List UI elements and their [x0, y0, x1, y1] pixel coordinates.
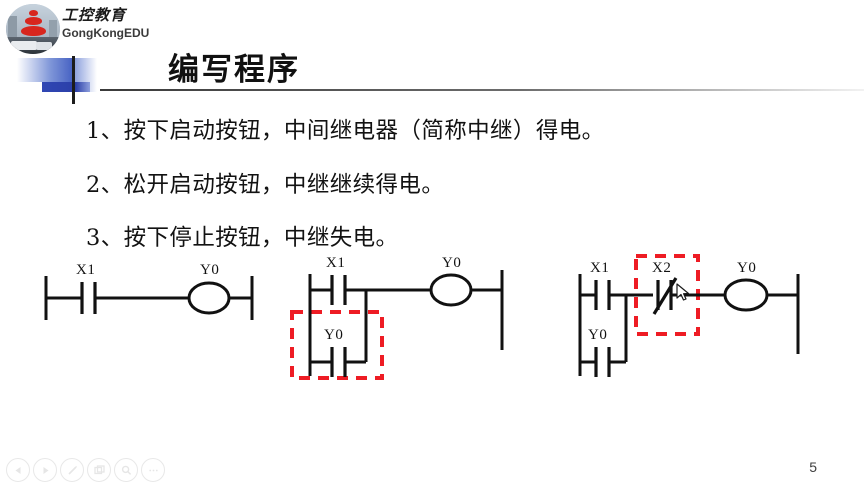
- contact-y0-label: Y0: [324, 327, 343, 343]
- slide-header: 工控教育 GongKongEDU 编写程序: [0, 0, 864, 104]
- page-title: 编写程序: [168, 52, 300, 88]
- highlight-box-y0-contact: [290, 310, 384, 380]
- logo-truck: [11, 41, 37, 50]
- header-decoration: [0, 56, 200, 104]
- contact-y0: [330, 347, 347, 377]
- bullet-line-2: 2、松开启动按钮，中继继续得电。: [86, 172, 445, 198]
- pen-icon: [67, 465, 77, 475]
- magnifier-icon: [121, 465, 131, 475]
- brand-text: 工控教育 GongKongEDU: [62, 8, 172, 41]
- deco-crosshair-vertical: [72, 56, 75, 104]
- brand-name-en: GongKongEDU: [62, 26, 150, 40]
- bullet-line-3: 3、按下停止按钮，中继失电。: [86, 225, 399, 251]
- ladder-diagram-2: X1 Y0 Y0: [288, 252, 538, 384]
- gongkong-pagoda-logo-icon: [6, 4, 60, 54]
- contact-x2-label: X2: [652, 260, 671, 276]
- ladder-diagram-3: X1 Y0 X2 Y0: [558, 252, 838, 384]
- coil-y0-label: Y0: [200, 262, 219, 278]
- contact-x1: [330, 275, 347, 305]
- triangle-right-icon: [43, 466, 48, 474]
- zoom-button[interactable]: [114, 458, 138, 482]
- contact-y0: [594, 347, 611, 377]
- player-controls[interactable]: [6, 458, 165, 482]
- ladder-diagram-1: X1 Y0: [38, 258, 268, 338]
- contact-x1: [594, 280, 611, 310]
- triangle-left-icon: [15, 466, 20, 474]
- coil-y0-label: Y0: [737, 260, 756, 276]
- logo-truck-secondary: [36, 42, 52, 50]
- contact-y0-label: Y0: [588, 327, 607, 343]
- contact-x1-label: X1: [326, 255, 345, 271]
- logo-building-right: [49, 20, 57, 42]
- contact-x1-label: X1: [590, 260, 609, 276]
- contact-x1: [80, 282, 97, 314]
- mouse-cursor-arrow-pointer-icon: [676, 283, 692, 308]
- pen-annotate-button[interactable]: [60, 458, 84, 482]
- coil-y0: [429, 273, 473, 307]
- logo-building-left: [8, 16, 17, 42]
- coil-y0: [723, 278, 769, 312]
- deco-gradient-bar: [42, 82, 90, 92]
- normally-closed-slash: [652, 277, 678, 315]
- title-divider: [100, 89, 864, 91]
- contact-x1-label: X1: [76, 262, 95, 278]
- bullet-line-1: 1、按下启动按钮，中间继电器（简称中继）得电。: [86, 118, 605, 144]
- play-slide-button[interactable]: [33, 458, 57, 482]
- slides-icon: [93, 464, 105, 474]
- coil-y0-label: Y0: [442, 255, 461, 271]
- ellipsis-icon: [148, 469, 158, 471]
- coil-y0: [187, 281, 231, 315]
- more-options-button[interactable]: [141, 458, 165, 482]
- page-number: 5: [809, 459, 817, 475]
- previous-slide-button[interactable]: [6, 458, 30, 482]
- brand-name-cn: 工控教育: [62, 8, 127, 24]
- slide-overview-button[interactable]: [87, 458, 111, 482]
